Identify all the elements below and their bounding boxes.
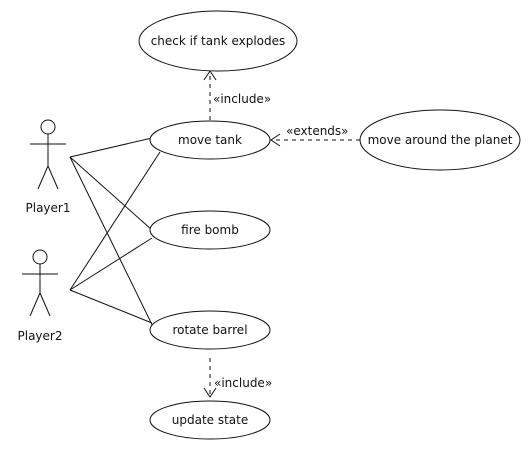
assoc-player2-fire-bomb (69, 237, 153, 291)
use-case-move-tank[interactable]: move tank (149, 120, 271, 160)
include-top-label: «include» (213, 92, 271, 106)
extends-arrow (270, 133, 360, 147)
use-case-label: move tank (178, 133, 242, 147)
use-case-label: fire bomb (181, 223, 239, 237)
extends-label: «extends» (286, 124, 349, 138)
use-case-update-state[interactable]: update state (149, 400, 271, 440)
stick-figure-icon (22, 249, 58, 317)
use-case-fire-bomb[interactable]: fire bomb (149, 210, 271, 250)
use-case-rotate-barrel[interactable]: rotate barrel (149, 310, 271, 350)
assoc-player1-rotate-barrel (69, 156, 161, 342)
use-case-label: move around the planet (368, 133, 513, 147)
use-case-label: update state (172, 413, 249, 427)
assoc-player2-move-tank (69, 151, 161, 291)
stick-figure-icon (30, 119, 66, 190)
use-case-check-explodes[interactable]: check if tank explodes (138, 10, 298, 72)
actor-label: Player2 (18, 329, 63, 343)
assoc-player1-move-tank (69, 137, 153, 158)
actor-player2[interactable]: Player2 (18, 249, 63, 343)
associations (69, 137, 161, 342)
use-case-move-around[interactable]: move around the planet (359, 109, 521, 171)
include-bottom-label: «include» (214, 376, 272, 390)
use-case-label: check if tank explodes (151, 34, 286, 48)
assoc-player1-fire-bomb (69, 156, 153, 231)
actor-player1[interactable]: Player1 (26, 119, 71, 215)
use-case-label: rotate barrel (172, 323, 247, 337)
include-bottom-arrow (203, 358, 217, 398)
assoc-player2-rotate-barrel (69, 289, 153, 324)
actor-label: Player1 (26, 201, 71, 215)
